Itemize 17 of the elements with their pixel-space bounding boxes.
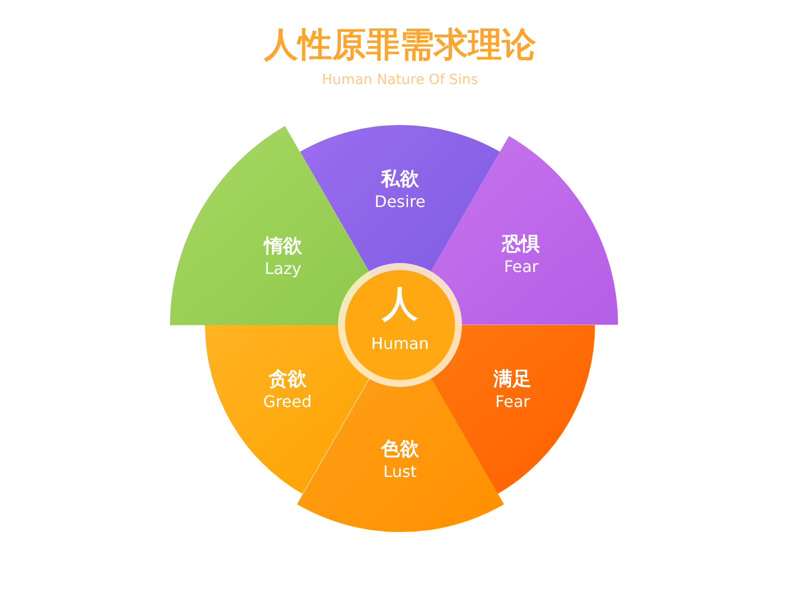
subtitle: Human Nature Of Sins xyxy=(320,72,480,88)
segment-subtitle: Lust xyxy=(383,462,417,481)
segment-title: 满足 xyxy=(494,367,532,392)
segment-title: 色欲 xyxy=(381,437,419,462)
center-circle xyxy=(345,270,455,380)
segment-title: 惰欲 xyxy=(264,234,302,260)
center-label: Human xyxy=(371,334,429,353)
segment-title: 贪欲 xyxy=(268,367,306,392)
segment-subtitle: Fear xyxy=(504,256,539,276)
segment-title: 私欲 xyxy=(381,167,419,192)
title: 人性原罪需求理论 xyxy=(262,24,537,67)
segment-subtitle: Lazy xyxy=(264,259,302,278)
segment-title: 恐惧 xyxy=(502,232,540,257)
segment-subtitle: Desire xyxy=(374,192,426,211)
center-character: 人 xyxy=(382,283,418,327)
segment-subtitle: Greed xyxy=(263,392,312,411)
segment-subtitle: Fear xyxy=(495,392,530,411)
